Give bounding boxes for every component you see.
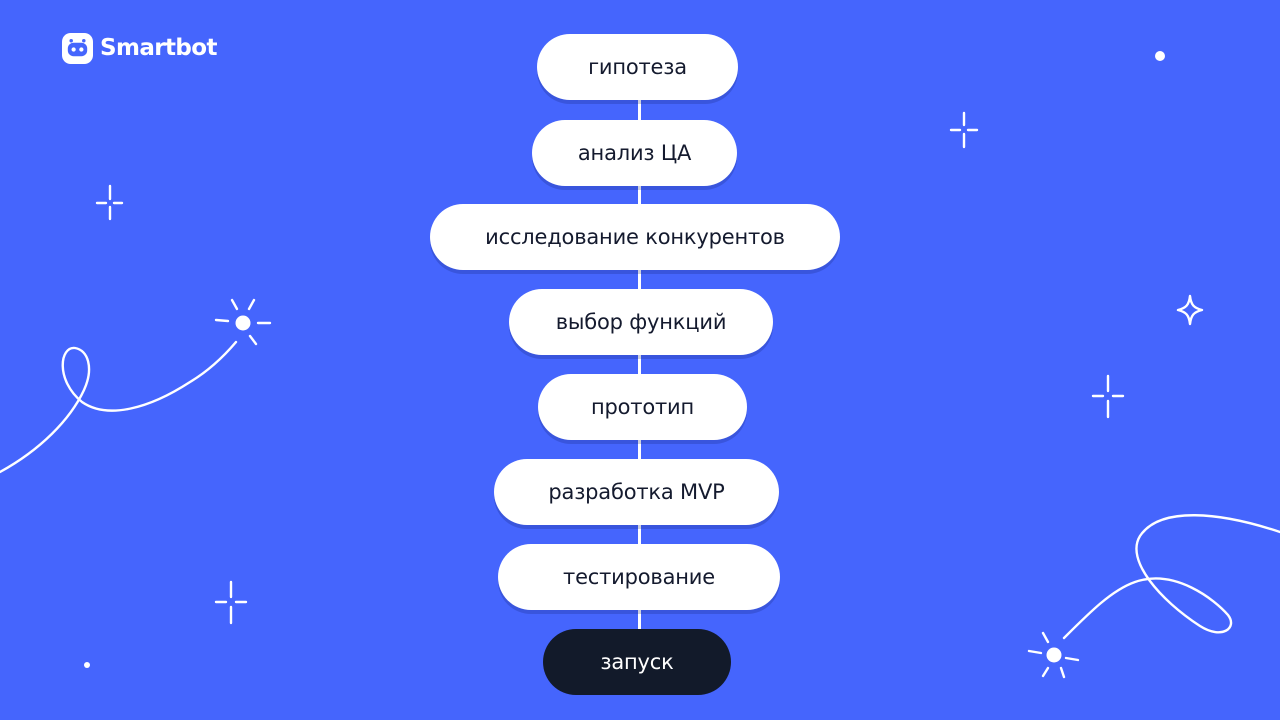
- loop-curve-left-icon: [0, 340, 238, 474]
- flow-step-audience-analysis: анализ ЦА: [532, 120, 737, 186]
- dot-icon: [1155, 51, 1165, 61]
- sparkle-icon: [949, 111, 979, 149]
- brand-name: Smartbot: [100, 35, 217, 61]
- dot-icon: [84, 662, 90, 668]
- flow-step-launch: запуск: [543, 629, 731, 695]
- flow-step-testing: тестирование: [498, 544, 780, 610]
- robot-icon: [62, 32, 93, 64]
- brand-logo: Smartbot: [62, 32, 217, 64]
- loop-curve-right-icon: [1062, 514, 1280, 640]
- flow-step-mvp-development: разработка MVP: [494, 459, 779, 525]
- sparkle-icon: [1091, 374, 1125, 419]
- flow-connector-line: [638, 60, 641, 670]
- flow-step-competitor-research: исследование конкурентов: [430, 204, 840, 270]
- star-icon: [1176, 294, 1204, 326]
- sun-icon-right: [1027, 631, 1080, 679]
- flow-step-feature-selection: выбор функций: [509, 289, 773, 355]
- flow-step-hypothesis: гипотеза: [537, 34, 738, 100]
- sun-icon-left: [214, 298, 272, 346]
- sparkle-icon: [95, 184, 124, 221]
- sparkle-icon: [214, 580, 248, 625]
- flow-step-prototype: прототип: [538, 374, 747, 440]
